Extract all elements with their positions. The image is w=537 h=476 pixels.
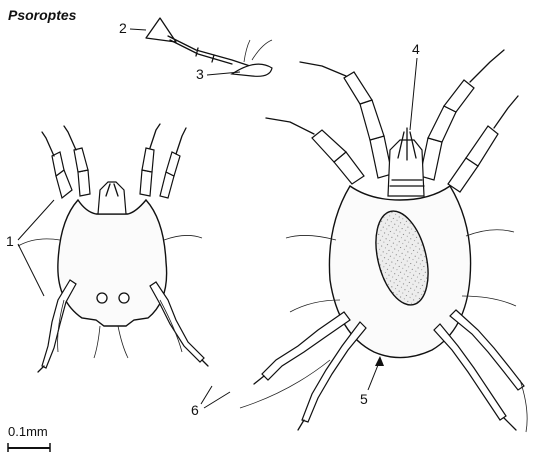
label-5: 5 (360, 391, 368, 407)
pretarsus-stalk (168, 36, 250, 66)
scale-bar: 0.1mm (8, 424, 50, 452)
mite-large-gnathosoma (388, 140, 424, 196)
label-1-group: 1 (6, 200, 54, 296)
tarsal-claw (232, 64, 272, 76)
mite-small-gnathosoma (98, 182, 126, 214)
mite-small-ventral-view (18, 124, 208, 372)
anal-sucker-right (119, 293, 129, 303)
label-2: 2 (119, 20, 127, 36)
label-4: 4 (412, 41, 420, 57)
label-3: 3 (196, 66, 204, 82)
scale-bar-label: 0.1mm (8, 424, 48, 439)
detached-tarsus-detail (146, 18, 272, 76)
label-2-group: 2 (119, 20, 146, 36)
label-6: 6 (191, 402, 199, 418)
mite-small-body (58, 200, 167, 326)
mite-large-view (240, 50, 527, 432)
anal-sucker-left (97, 293, 107, 303)
label-1: 1 (6, 233, 14, 249)
label-4-group: 4 (410, 41, 420, 130)
label-6-group: 6 (191, 386, 230, 418)
label-5-group: 5 (360, 356, 384, 407)
figure-title: Psoroptes (8, 7, 77, 23)
